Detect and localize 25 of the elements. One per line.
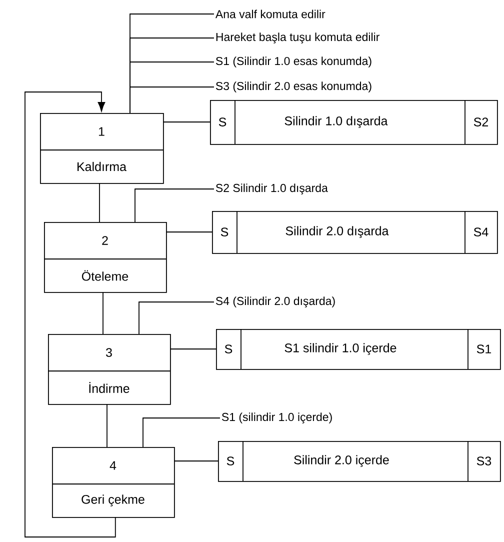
transition-condition: Hareket başla tuşu komuta edilir (216, 32, 380, 44)
connector-line (142, 418, 220, 448)
action-box: S Silindir 1.0 dışarda S2 (210, 100, 498, 145)
transition-condition: S2 Silindir 1.0 dışarda (216, 184, 328, 194)
connector-line (99, 182, 100, 222)
connector-line (170, 348, 216, 350)
connector-line (138, 302, 214, 334)
connector-line (130, 86, 214, 114)
connector-line (106, 404, 108, 448)
transition-condition: Ana valf komuta edilir (215, 10, 326, 18)
step-box: 3 İndirme (48, 334, 171, 405)
transition-condition: S1 (silindir 1.0 içerde) (222, 412, 332, 424)
connector-line (174, 460, 218, 462)
step-box: 4 Geri çekme (52, 447, 175, 518)
step-box: 1 Kaldırma (40, 113, 164, 184)
transition-condition: S3 (Silindir 2.0 esas konumda) (216, 82, 372, 92)
connector-line (102, 292, 104, 334)
action-box: S S1 silindir 1.0 içerde S1 (216, 328, 501, 370)
transition-condition: S4 (Silindir 2.0 dışarda) (216, 296, 335, 308)
action-box: S Silindir 2.0 dışarda S4 (212, 210, 498, 254)
transition-condition: S1 (Silindir 1.0 esas konumda) (216, 56, 372, 68)
step-box: 2 Öteleme (44, 222, 167, 293)
connector-line (134, 188, 214, 222)
action-box: S Silindir 2.0 içerde S3 (218, 440, 501, 482)
connector-line (24, 92, 116, 538)
